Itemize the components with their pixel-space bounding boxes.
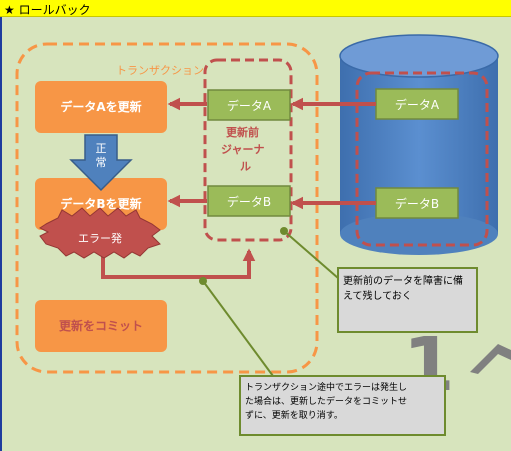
error-label: エラー発 — [78, 231, 122, 245]
db-data-frame — [355, 71, 489, 247]
error-starburst — [39, 207, 161, 259]
journal-callout-line-1: 更新前のデータを障害に備 — [343, 274, 463, 287]
journal-data-a-box — [207, 89, 291, 121]
db-data-a-box — [375, 88, 459, 120]
journal-callout — [337, 267, 478, 333]
db-data-a-label: データA — [395, 97, 440, 112]
journal-label-1: 更新前 — [226, 125, 259, 139]
rollback-callout-line-2: た場合は、更新したデータをコミットせ — [245, 395, 407, 407]
commit-box — [35, 300, 167, 352]
rollback-arrow — [101, 248, 256, 279]
commit-label: 更新をコミット — [59, 318, 143, 333]
update-a-box — [35, 81, 167, 133]
journal-callout-dot — [280, 227, 288, 235]
rollback-callout-line-3: ずに、更新を取り消す。 — [245, 409, 343, 421]
journal-callout-line-2: えて残しておく — [343, 289, 412, 302]
transaction-label: トランザクション — [116, 64, 204, 77]
title-bar: ★ ロールバック — [0, 0, 511, 17]
watermark-shape — [470, 344, 511, 374]
journal-data-b-box — [207, 185, 291, 217]
journal-data-b-label: データB — [227, 194, 271, 209]
slide-title: ★ ロールバック — [4, 3, 91, 17]
journal-label-3: ル — [240, 160, 251, 173]
db-data-b-box — [375, 187, 459, 219]
normal-label-2: 常 — [96, 156, 107, 169]
rollback-callout-dot — [199, 277, 207, 285]
journal-label-2: ジャーナ — [221, 143, 264, 156]
journal-data-a-label: データA — [227, 98, 272, 113]
journal-frame — [203, 58, 293, 242]
rollback-callout-leader — [202, 280, 274, 377]
update-b-label: データBを更新 — [60, 196, 141, 211]
rollback-callout-line-1: トランザクション途中でエラーは発生し — [245, 381, 407, 393]
database-cylinder — [339, 34, 499, 255]
journal-callout-leader — [283, 230, 339, 279]
rollback-callout — [239, 375, 446, 436]
left-border — [0, 17, 2, 451]
update-a-label: データAを更新 — [60, 99, 141, 114]
normal-arrow — [69, 134, 133, 192]
normal-label-1: 正 — [96, 142, 107, 155]
db-data-b-label: データB — [395, 196, 439, 211]
transaction-container — [15, 42, 319, 374]
